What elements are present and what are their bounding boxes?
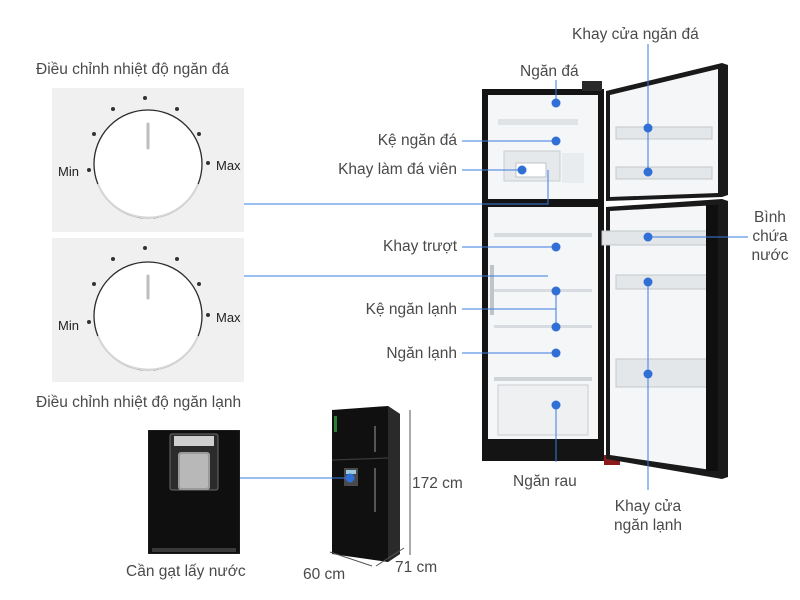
freezer-temperature-dial[interactable]: Min Max [52, 88, 244, 232]
width-arrow [329, 551, 373, 567]
marker-fridge-shelf-lower [551, 322, 561, 332]
label-fridge: Ngăn lạnh [386, 345, 457, 362]
depth-arrow [375, 547, 405, 567]
freezer-dial-max: Max [216, 158, 241, 173]
fridge-temperature-dial[interactable]: Min Max [52, 238, 244, 382]
label-water-tank-3: nước [751, 247, 789, 264]
leader-freezer-dial [244, 170, 549, 205]
marker-water-tank [643, 232, 653, 242]
leader-fridge-shelf [462, 291, 557, 310]
marker-freezer-door-tray-lower [643, 167, 653, 177]
marker-crisper [551, 400, 561, 410]
label-water-tank-2: chứa [752, 228, 788, 245]
label-sliding-tray: Khay trượt [383, 238, 457, 255]
label-ice-tray: Khay làm đá viên [338, 161, 457, 178]
label-freezer: Ngăn đá [520, 63, 579, 80]
marker-fridge-shelf-upper [551, 286, 561, 296]
marker-sliding-tray [551, 242, 561, 252]
marker-dispenser [345, 473, 355, 483]
label-water-tank: Bình chứa nước [748, 208, 792, 265]
water-dispenser-photo [148, 430, 240, 554]
marker-fridge [551, 348, 561, 358]
label-fridge-door-tray: Khay cửa ngăn lạnh [598, 497, 698, 535]
label-freezer-door-tray: Khay cửa ngăn đá [572, 26, 699, 43]
open-fridge-illustration [482, 63, 728, 479]
label-freezer-shelf: Kệ ngăn đá [377, 132, 457, 149]
freezer-dial-title: Điều chỉnh nhiệt độ ngăn đá [36, 61, 230, 78]
fridge-dimensions-illustration [331, 406, 400, 562]
fridge-dial-max: Max [216, 310, 241, 325]
marker-ice-tray [517, 165, 527, 175]
height-dimension: 172 cm [412, 475, 463, 492]
label-dispenser-lever: Cần gạt lấy nước [126, 563, 246, 580]
label-fridge-door-tray-1: Khay cửa [614, 498, 682, 515]
fridge-dial-title: Điều chỉnh nhiệt độ ngăn lạnh [36, 394, 242, 411]
width-dimension: 60 cm [303, 566, 346, 583]
depth-dimension: 71 cm [395, 559, 438, 576]
marker-fridge-door-tray-lower [643, 369, 653, 379]
label-water-tank-1: Bình [754, 209, 786, 226]
label-fridge-shelf: Kệ ngăn lạnh [365, 301, 457, 318]
marker-freezer-shelf [551, 136, 561, 146]
marker-fridge-door-tray-upper [643, 277, 653, 287]
label-fridge-door-tray-2: ngăn lạnh [613, 517, 683, 534]
freezer-dial-min: Min [58, 164, 79, 179]
fridge-dial-min: Min [58, 318, 79, 333]
label-crisper: Ngăn rau [513, 473, 577, 490]
marker-freezer [551, 98, 561, 108]
marker-freezer-door-tray-upper [643, 123, 653, 133]
